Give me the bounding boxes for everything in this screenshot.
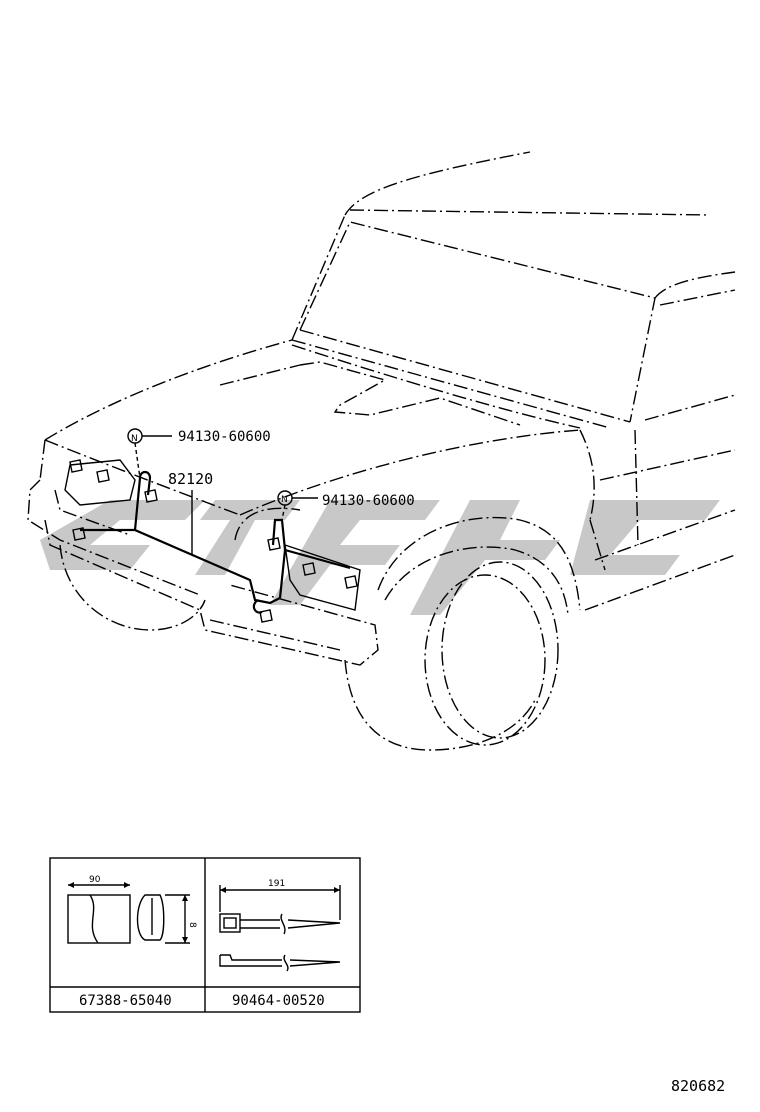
- vehicle-outline: [27, 151, 736, 751]
- callout-harness: 82120: [168, 470, 213, 555]
- callout-clip-upper: N 94130-60600: [127, 428, 271, 479]
- label-94130-60600-lower: 94130-60600: [322, 493, 415, 509]
- wire-harness-82120: [80, 470, 351, 614]
- dim-length: 191: [268, 879, 285, 889]
- label-94130-60600-upper: 94130-60600: [178, 429, 271, 445]
- clamp-pad-icon: [67, 882, 190, 944]
- figure-number: 820682: [671, 1077, 725, 1095]
- dim-width: 90: [89, 875, 101, 885]
- label-82120: 82120: [168, 470, 213, 488]
- part-number-90464-00520: 90464-00520: [232, 993, 325, 1009]
- parts-table: 90 8 191 67388-65040 90464-00520: [49, 857, 361, 1013]
- clip-n-symbol: N: [281, 495, 288, 505]
- part-number-67388-65040: 67388-65040: [79, 993, 172, 1009]
- cable-tie-icon: [219, 885, 341, 972]
- callout-clip-lower: N 94130-60600: [277, 490, 415, 521]
- lamp-sockets: [64, 459, 361, 623]
- clip-n-symbol: N: [131, 434, 138, 444]
- dim-height: 8: [187, 922, 197, 928]
